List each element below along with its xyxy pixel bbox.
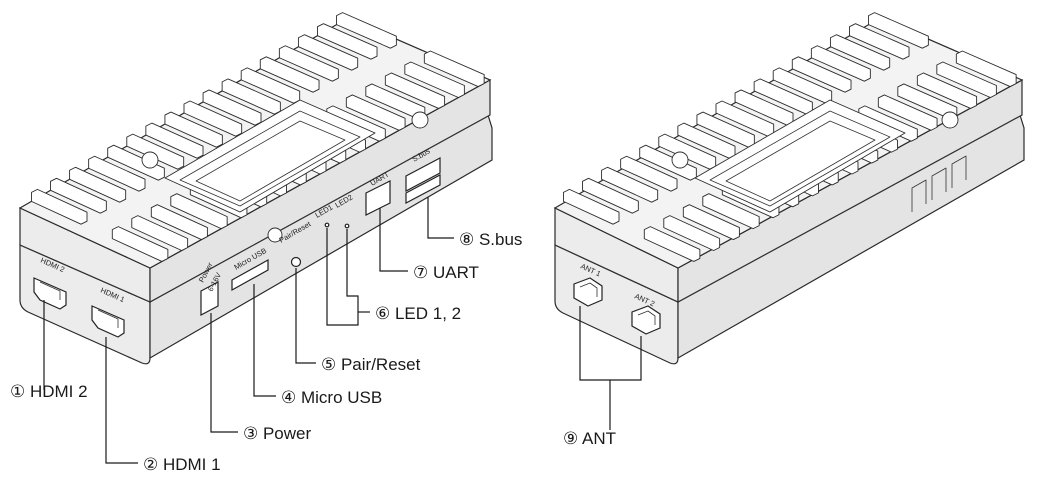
left-seam [19,114,491,303]
heatsink-fin [849,23,910,60]
heatsink-fin [131,215,189,251]
heatsink-fin [278,45,339,82]
heatsink-fin [170,193,228,230]
leader-hdmi1 [105,337,138,464]
sbus-port [405,157,441,192]
heatsink-fin [643,226,701,262]
heatsink-fin [111,226,169,262]
ant1-connector-inner [579,282,598,297]
heatsink-fin [345,94,406,131]
leader-power [210,313,238,433]
left-mount-boss-2 [411,111,429,129]
heatsink-fin [620,155,678,192]
ant2-connector-inner [637,310,656,325]
heatsink-fin [150,204,208,241]
ant1-connector [573,277,603,307]
callout-ant: ⑨ ANT [563,429,616,448]
heatsink-fin [126,133,185,170]
callout-led: ⑥ LED 1, 2 [375,304,461,323]
right-side-slot-2 [931,167,947,200]
heatsink-fin [936,61,997,98]
callout-power: ③ Power [243,424,311,443]
right-device: ANT 1 ANT 2 [553,12,1025,365]
heatsink-fin [50,177,107,214]
left-center-recess [195,120,346,202]
heatsink-fin [810,45,871,82]
sbus-port-2 [405,174,441,204]
leader-pair-reset [295,268,316,364]
left-mount-boss-3 [267,227,283,243]
heatsink-fin [404,61,465,98]
micro-usb-port [231,258,269,292]
heatsink-fin [145,122,204,159]
led2-indicator [344,223,350,229]
heatsink-fin [423,50,485,88]
heatsink-fin [601,166,659,203]
heatsink-fin [30,188,88,225]
hdmi2-port-inner [39,281,61,300]
heatsink-fin [317,23,378,60]
hdmi1-port-inner [97,309,119,328]
left-center-inner [179,110,361,207]
callout-hdmi1: ② HDMI 1 [143,455,221,474]
heatsink-fin [259,56,320,93]
right-mount-boss-2 [941,111,959,129]
heatsink-fin [702,193,760,230]
led1-indicator [324,222,330,228]
left-mount-boss-1 [141,151,159,169]
heatsink-fin [164,111,223,148]
heatsink-fin [562,188,620,225]
ant2-connector [631,305,661,335]
leader-micro-usb [253,284,276,397]
right-side-slot-3 [951,155,967,188]
heatsink-fin [682,204,740,241]
pair-reset-button [290,256,302,268]
heatsink-fin [202,89,262,126]
leader-sbus [427,197,454,239]
heatsink-fin [877,94,938,131]
left-leader-lines [43,197,454,464]
heatsink-fin [916,72,978,109]
callout-sbus: ⑧ S.bus [459,230,522,249]
heatsink-fin [88,155,146,192]
heatsink-fin [663,215,721,251]
leader-ant [579,306,642,430]
heatsink-fin [336,12,397,49]
callout-hdmi2: ① HDMI 2 [10,382,88,401]
heatsink-fin [107,144,165,181]
uart-port [365,180,391,216]
heatsink-fin [221,78,281,115]
callout-micro-usb: ④ Micro USB [281,388,382,407]
leader-led [326,228,359,326]
heatsink-fin [297,34,359,71]
left-center-plate [164,99,376,213]
hdmi1-port [91,305,125,338]
heatsink-fin [69,166,127,203]
heatsink-fin [868,12,929,49]
callout-pair-reset: ⑤ Pair/Reset [321,355,421,374]
right-center-inner [709,110,891,207]
heatsink-fin [829,34,891,71]
right-seam [554,114,1023,303]
heatsink-fin [639,144,697,181]
leader-uart [379,208,408,272]
heatsink-fin [791,56,852,93]
left-device: HDMI 2 HDMI 1 Power 6-16V Micro USB Pair… [18,12,493,365]
heatsink-fin [183,100,243,137]
right-leader-lines [579,306,642,430]
heatsink-fin [582,177,639,214]
right-center-recess [725,120,876,202]
power-port [200,281,219,316]
callout-uart: ⑦ UART [413,263,479,282]
hdmi2-port [33,277,67,310]
right-mount-boss-1 [671,151,689,169]
heatsink-fin [384,72,446,109]
heatsink-fin [955,50,1017,88]
right-side-slot-1 [911,179,927,212]
right-center-plate [694,99,906,213]
